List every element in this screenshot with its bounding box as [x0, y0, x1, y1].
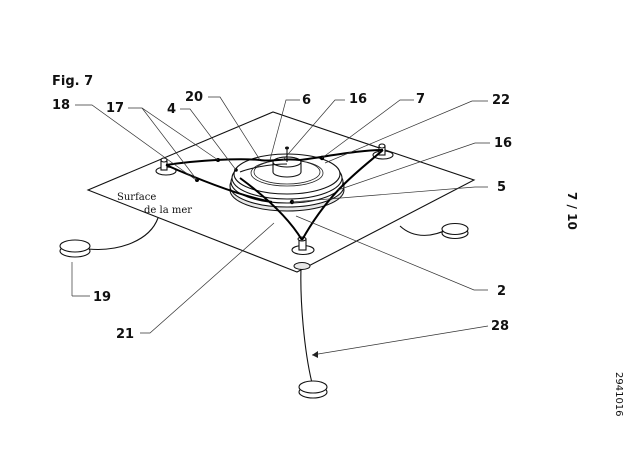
leader-28-arrow: [312, 351, 318, 358]
numeral-21: 21: [116, 327, 134, 342]
numeral-4: 4: [167, 102, 176, 117]
tether-right-top: [299, 149, 384, 161]
numeral-16-right: 16: [494, 136, 512, 151]
mooring-line-bottom: [300, 267, 313, 384]
numeral-5: 5: [497, 180, 506, 195]
publication-number: 2941016: [613, 372, 624, 417]
leader-18: [75, 104, 197, 181]
numeral-20: 20: [185, 90, 203, 105]
tether-inner: [239, 163, 288, 173]
numeral-22: 22: [492, 93, 510, 108]
surface-label-line1: Surface: [117, 192, 156, 203]
tether-right-front: [301, 149, 384, 241]
leader-17b: [141, 107, 198, 181]
anchor-left: [59, 239, 91, 258]
leader-5: [291, 186, 488, 203]
leader-28: [311, 325, 489, 356]
numeral-17: 17: [106, 101, 124, 116]
numeral-28: 28: [491, 319, 509, 334]
leader-16a: [282, 99, 345, 161]
mooring-line-left: [87, 217, 159, 251]
leader-6: [269, 99, 300, 161]
leader-7: [321, 99, 414, 159]
leader-21: [140, 222, 275, 334]
anchor-bottom: [298, 380, 328, 399]
numeral-18: 18: [52, 98, 70, 113]
leader-16b: [337, 142, 490, 191]
fairlead-under-plane: [293, 262, 311, 270]
leader-2: [295, 215, 488, 291]
leader-22: [324, 100, 488, 164]
anchor-right: [441, 222, 469, 240]
tether-left-bottom: [165, 164, 273, 203]
tether-front-left: [239, 177, 303, 241]
figure-label: Fig. 7: [52, 74, 93, 89]
numeral-6: 6: [302, 93, 311, 108]
surface-label-line2: de la mer: [144, 205, 192, 216]
leader-20: [208, 96, 261, 161]
mooring-line-right: [399, 225, 449, 236]
leader-4: [180, 108, 237, 171]
numeral-19: 19: [93, 290, 111, 305]
page-number: 7 / 10: [565, 192, 579, 230]
numeral-16-top: 16: [349, 92, 367, 107]
numeral-7: 7: [416, 92, 425, 107]
numeral-2: 2: [497, 284, 506, 299]
